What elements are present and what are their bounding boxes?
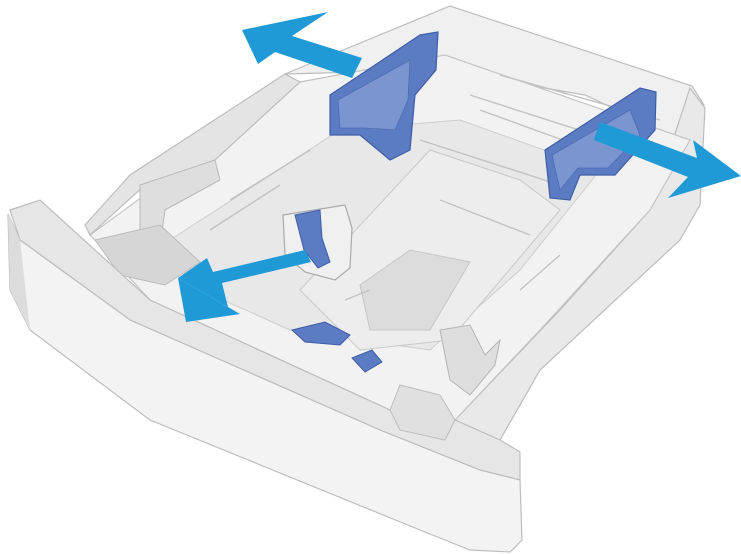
paper-length-guide-arrow-head (178, 278, 240, 322)
tray-front-face (7, 213, 523, 553)
tray-right-latch (439, 324, 501, 396)
paper-width-guide-left-arrow (242, 12, 362, 78)
tray-lift-plate (359, 249, 471, 331)
paper-length-guide-arrow (178, 250, 311, 307)
tray-front-shade (8, 214, 30, 330)
arrows (178, 12, 741, 322)
length-guide-clip (294, 209, 331, 269)
length-guide-knob (351, 349, 383, 373)
length-guide-tab (290, 321, 351, 346)
width-guide-left-face (337, 59, 411, 131)
tray-body (84, 5, 706, 467)
paper-width-guide-right-arrow (594, 122, 741, 198)
tray-front-right-riser (389, 384, 456, 441)
tray-front-panel (7, 199, 523, 553)
width-guide-left (329, 31, 439, 161)
